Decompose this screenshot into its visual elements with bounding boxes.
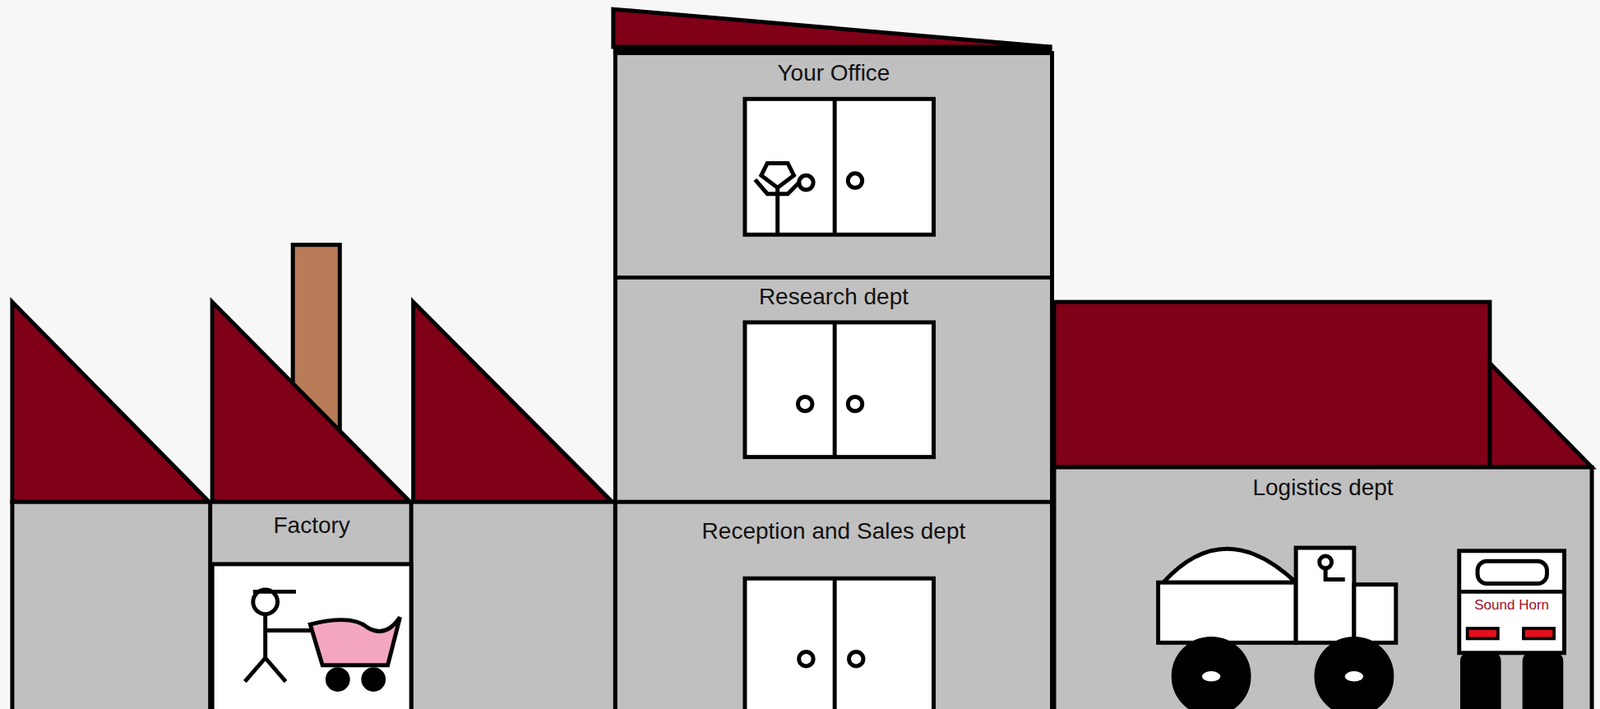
department-label: Sound Horn: [1474, 596, 1550, 614]
room-label-box: Research dept: [615, 279, 1052, 323]
department-label: Research dept: [758, 283, 909, 310]
department-label: Logistics dept: [1252, 474, 1393, 501]
button-panel-label: Sound Horn: [1459, 594, 1565, 624]
department-label: Your Office: [776, 60, 890, 87]
department-label: Reception and Sales dept: [702, 517, 967, 545]
room-label-box: Reception and Sales dept: [615, 504, 1052, 578]
department-label: Factory: [272, 512, 350, 539]
room-label-box: Factory: [212, 504, 412, 564]
room-label-box: Your Office: [615, 55, 1052, 99]
room-label-box: Logistics deptSound Horn: [1054, 469, 1592, 542]
